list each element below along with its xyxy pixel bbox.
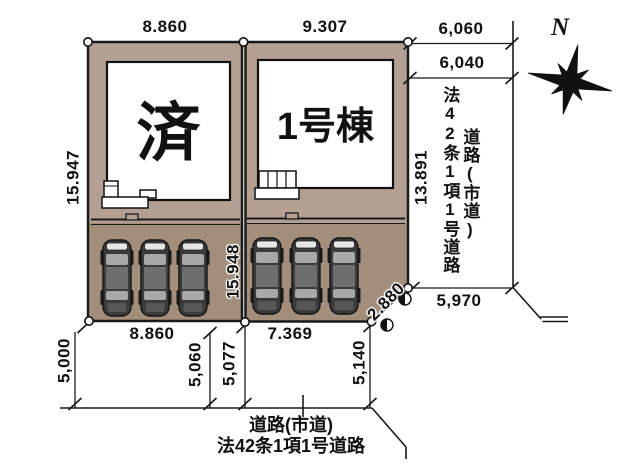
right-building: [256, 58, 395, 190]
dimension-lines: [74, 42, 512, 408]
car-icon: [137, 239, 173, 317]
dim-east-road-top: 6,060: [438, 19, 484, 38]
dim-east-road-bottom: 5,970: [436, 291, 482, 310]
left-building: [105, 60, 232, 202]
dim-south-offset-2: 5,060: [185, 341, 205, 388]
east-road-law-label: 法42条1項1号道路: [440, 86, 460, 274]
survey-marker: [380, 292, 412, 332]
dim-left-lot-bottom: 8.860: [129, 324, 175, 343]
south-road-law-label: 法42条1項1号道路: [216, 436, 366, 456]
dim-right-lot-top: 9.307: [302, 17, 348, 36]
right-lot-outline: [244, 40, 410, 323]
left-building-label: 済: [136, 97, 201, 169]
dim-right-lot-bottom: 7.369: [267, 324, 313, 343]
left-entrance-porch: [101, 180, 157, 209]
car-icon: [288, 237, 324, 315]
dim-south-offset-4: 5,140: [349, 339, 369, 386]
dim-south-offset-1: 5,000: [54, 337, 74, 384]
car-icon: [99, 239, 135, 317]
south-road-type-label: 道路(市道): [249, 415, 333, 435]
dim-east-road-mid: 6,040: [439, 53, 485, 72]
compass-rose-icon: [527, 44, 613, 115]
right-building-label: 1号棟: [276, 106, 375, 148]
car-icon: [326, 237, 362, 315]
dim-right-lot-side: 13.891: [411, 150, 431, 205]
right-parking-area: [246, 223, 407, 321]
dim-left-lot-top: 8.860: [142, 17, 188, 36]
compass-north-label: N: [550, 14, 570, 41]
dim-left-lot-side: 15.947: [63, 150, 83, 205]
road-edges: [60, 21, 568, 459]
dim-lot-boundary: 15.948: [223, 244, 243, 299]
car-icon: [175, 239, 211, 317]
wall-lines: [91, 212, 405, 225]
dim-south-offset-3: 5,077: [219, 340, 239, 387]
car-icon: [249, 237, 285, 315]
east-road-type-label: 道路(市道): [460, 128, 480, 240]
right-entrance-porch: [254, 170, 300, 200]
boundary-nodes: [83, 36, 413, 327]
